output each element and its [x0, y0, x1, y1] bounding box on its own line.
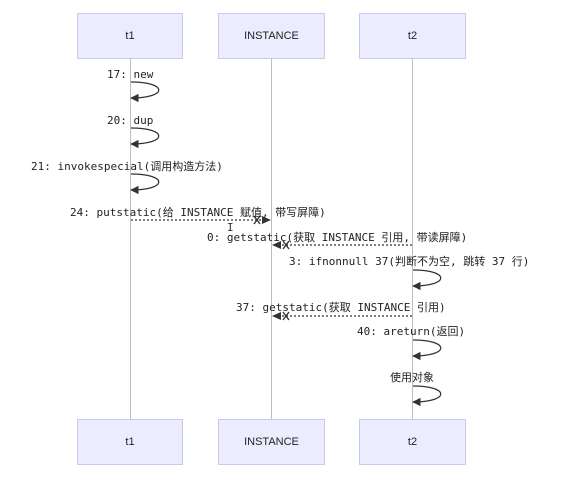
message-label-use-object: 使用对象 — [390, 371, 434, 384]
self-arrow-areturn — [412, 339, 442, 361]
actor-bottom-t2: t2 — [359, 419, 466, 465]
lifeline-t1 — [130, 58, 131, 420]
message-label-areturn: 40: areturn(返回) — [357, 325, 466, 338]
lifeline-t2 — [412, 58, 413, 420]
actor-top-instance: INSTANCE — [218, 13, 325, 59]
message-label-invokespecial: 21: invokespecial(调用构造方法) — [31, 160, 223, 173]
lifeline-instance — [271, 58, 272, 420]
self-arrow-use-object — [412, 385, 442, 407]
self-arrow-new — [130, 81, 160, 103]
text-cursor-icon: I — [227, 221, 234, 234]
message-label-new: 17: new — [107, 68, 154, 81]
message-label-putstatic: 24: putstatic(给 INSTANCE 赋值, 带写屏障) — [70, 206, 326, 219]
actor-bottom-instance: INSTANCE — [218, 419, 325, 465]
actor-top-t1: t1 — [77, 13, 183, 59]
arrowhead-getstatic-0 — [272, 241, 281, 249]
actor-bottom-t1: t1 — [77, 419, 183, 465]
message-label-getstatic-0: 0: getstatic(获取 INSTANCE 引用, 带读屏障) — [207, 231, 468, 244]
message-label-ifnonnull: 3: ifnonnull 37(判断不为空, 跳转 37 行) — [289, 255, 530, 268]
cross-getstatic-37 — [282, 311, 290, 321]
self-arrow-invokespecial — [130, 173, 160, 195]
message-label-dup: 20: dup — [107, 114, 154, 127]
self-arrow-ifnonnull — [412, 269, 442, 291]
self-arrow-dup — [130, 127, 160, 149]
arrowhead-getstatic-37 — [272, 312, 281, 320]
arrowhead-putstatic — [262, 216, 271, 224]
cross-putstatic — [253, 215, 261, 225]
actor-top-t2: t2 — [359, 13, 466, 59]
cross-getstatic-0 — [282, 240, 290, 250]
message-label-getstatic-37: 37: getstatic(获取 INSTANCE 引用) — [236, 301, 446, 314]
